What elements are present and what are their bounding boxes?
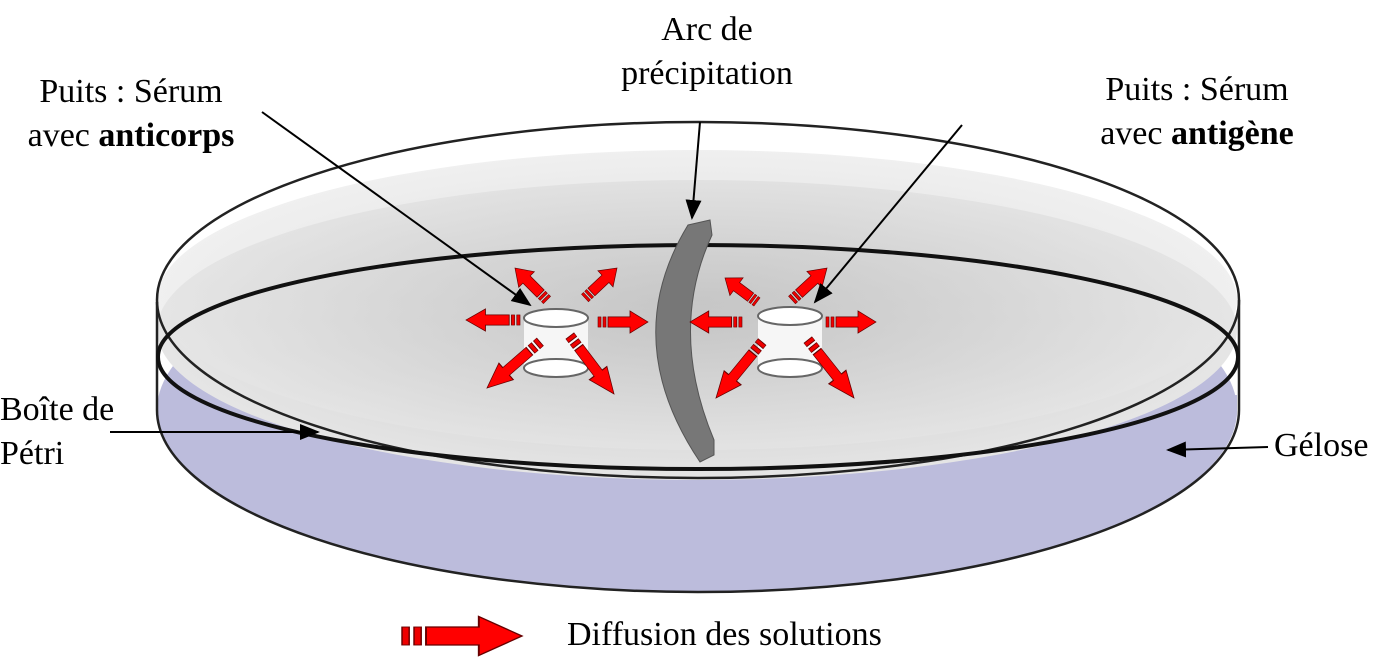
arc-label: Arc de précipitation [621,11,793,92]
pointer-left-well [261,111,532,307]
pointer-right-well [813,124,963,304]
pointer-agar [1166,441,1269,458]
agar-label: Gélose [1274,427,1369,464]
dish-rim [155,120,1241,480]
legend-arrow-icon [401,615,523,657]
right-well [757,306,823,378]
legend-label: Diffusion des solutions [567,616,882,653]
pointer-arc [685,121,702,220]
precipitation-arc [655,219,715,463]
dish-label: Boîte de Pétri [0,391,115,472]
right-well-label: Puits : Sérum avec antigène [1100,71,1294,152]
left-well-label: Puits : Sérum avec anticorps [27,73,235,154]
